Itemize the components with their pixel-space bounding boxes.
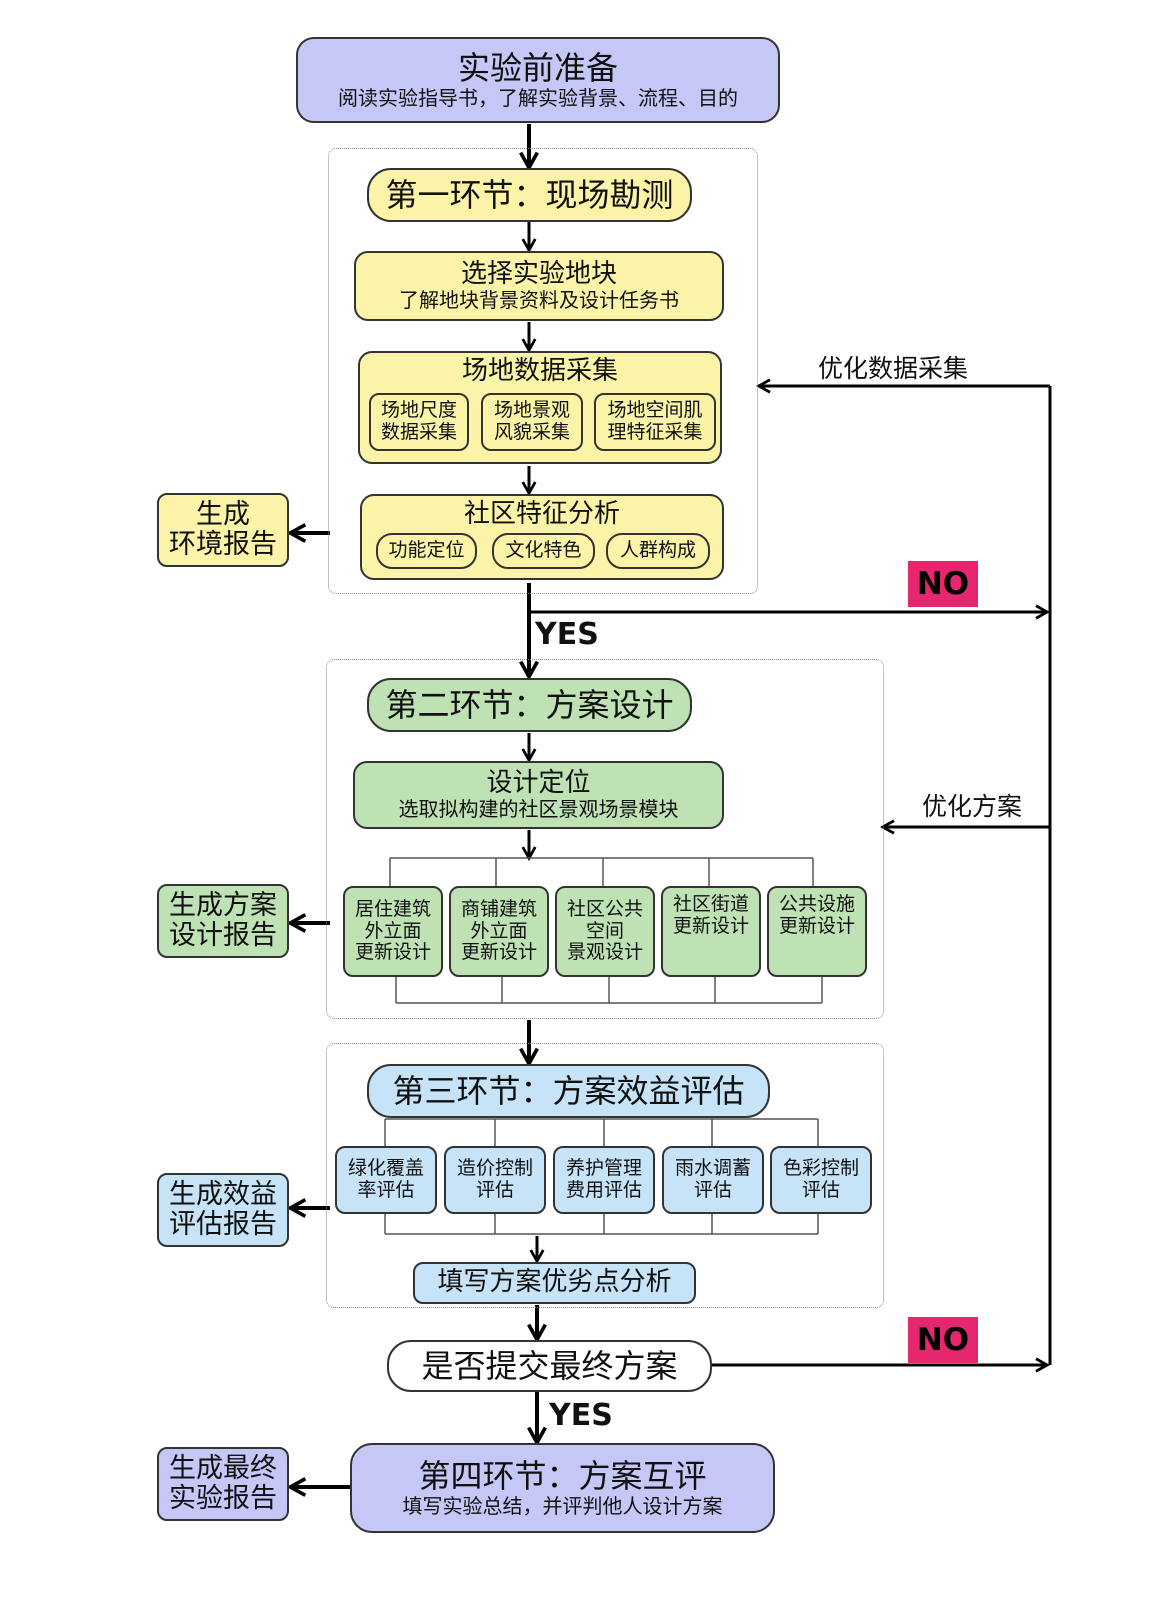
no-badge: NO xyxy=(908,561,978,607)
data-collect-title: 场地数据采集 xyxy=(461,356,618,386)
env-report-box: 生成 环境报告 xyxy=(157,493,289,567)
design-position-box: 设计定位 选取拟构建的社区景观场景模块 xyxy=(353,761,724,829)
stage1-frame xyxy=(328,148,758,594)
select-site-box: 选择实验地块 了解地块背景资料及设计任务书 xyxy=(354,251,724,321)
no-badge: NO xyxy=(908,1317,978,1363)
collect-item: 场地景观 风貌采集 xyxy=(481,393,583,451)
design-report-box: 生成方案 设计报告 xyxy=(157,884,289,958)
design-module: 社区街道 更新设计 xyxy=(661,886,761,977)
stage3-title: 第三环节：方案效益评估 xyxy=(392,1071,745,1110)
design-position-subtitle: 选取拟构建的社区景观场景模块 xyxy=(398,797,679,822)
stage1-title-box: 第一环节：现场勘测 xyxy=(367,168,692,222)
final-report-box: 生成最终 实验报告 xyxy=(157,1447,289,1521)
select-site-subtitle: 了解地块背景资料及设计任务书 xyxy=(399,288,679,313)
stage2-frame xyxy=(326,659,884,1019)
optimize-data-label: 优化数据采集 xyxy=(818,354,969,383)
stage4-title: 第四环节：方案互评 xyxy=(418,1457,707,1496)
eval-item: 绿化覆盖 率评估 xyxy=(335,1146,437,1214)
design-position-title: 设计定位 xyxy=(486,767,591,798)
eval-item: 造价控制 评估 xyxy=(444,1146,546,1214)
design-module: 公共设施 更新设计 xyxy=(767,886,867,977)
design-module: 社区公共 空间 景观设计 xyxy=(555,886,655,977)
pros-cons-analysis-box: 填写方案优劣点分析 xyxy=(413,1262,696,1304)
design-module: 商铺建筑 外立面 更新设计 xyxy=(449,886,549,977)
analysis-item: 功能定位 xyxy=(376,533,477,569)
decision-box: 是否提交最终方案 xyxy=(387,1340,712,1392)
yes-label: YES xyxy=(549,1398,613,1433)
prep-title: 实验前准备 xyxy=(457,49,618,88)
collect-item: 场地尺度 数据采集 xyxy=(369,393,469,451)
pros-cons-analysis-label: 填写方案优劣点分析 xyxy=(437,1267,672,1298)
analysis-item: 人群构成 xyxy=(606,533,710,569)
design-module: 居住建筑 外立面 更新设计 xyxy=(343,886,443,977)
stage2-title-box: 第二环节：方案设计 xyxy=(367,678,692,732)
stage3-frame xyxy=(326,1043,884,1308)
stage3-title-box: 第三环节：方案效益评估 xyxy=(367,1064,770,1118)
select-site-title: 选择实验地块 xyxy=(460,258,617,289)
collect-item: 场地空间肌 理特征采集 xyxy=(594,393,716,451)
eval-item: 色彩控制 评估 xyxy=(770,1146,872,1214)
community-analysis-title: 社区特征分析 xyxy=(463,499,620,529)
prep-box: 实验前准备 阅读实验指导书，了解实验背景、流程、目的 xyxy=(296,37,780,123)
stage2-title: 第二环节：方案设计 xyxy=(385,685,674,724)
eval-item: 雨水调蓄 评估 xyxy=(662,1146,764,1214)
stage4-box: 第四环节：方案互评 填写实验总结，并评判他人设计方案 xyxy=(350,1443,775,1533)
decision-label: 是否提交最终方案 xyxy=(421,1346,678,1385)
optimize-plan-label: 优化方案 xyxy=(922,792,1023,821)
prep-subtitle: 阅读实验指导书，了解实验背景、流程、目的 xyxy=(338,85,738,110)
stage4-subtitle: 填写实验总结，并评判他人设计方案 xyxy=(402,1493,723,1518)
stage1-title: 第一环节：现场勘测 xyxy=(385,175,674,214)
yes-label: YES xyxy=(535,617,599,652)
eval-report-box: 生成效益 评估报告 xyxy=(157,1173,289,1247)
eval-item: 养护管理 费用评估 xyxy=(553,1146,655,1214)
analysis-item: 文化特色 xyxy=(492,533,595,569)
